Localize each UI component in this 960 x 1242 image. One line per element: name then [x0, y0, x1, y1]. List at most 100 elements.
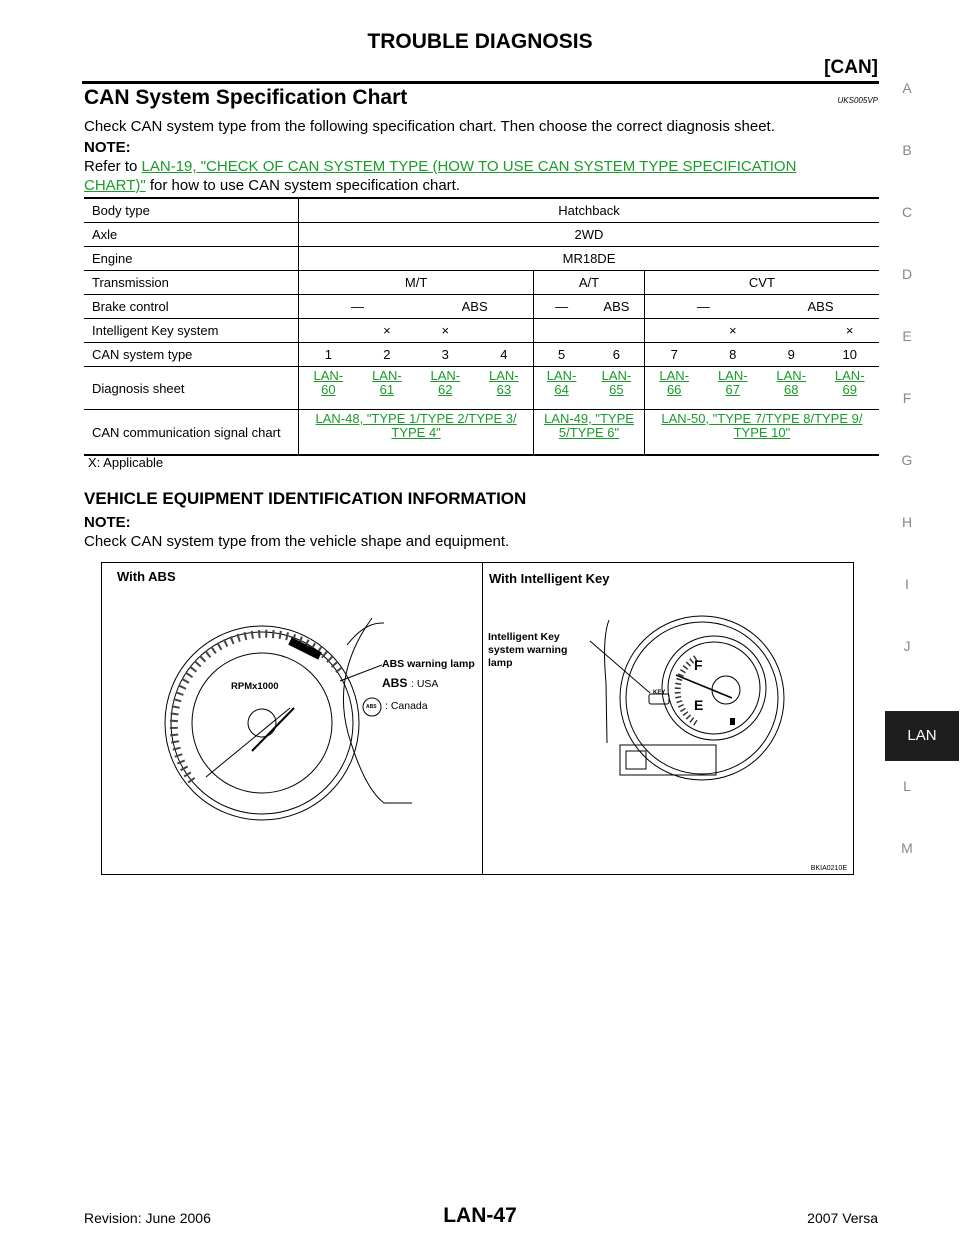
table-cell: [474, 318, 534, 343]
intro-text: Check CAN system type from the following…: [84, 118, 775, 135]
sidebar-item-j[interactable]: J: [903, 638, 911, 654]
note2-label: NOTE:: [84, 514, 131, 531]
note-prefix: Refer to: [84, 158, 142, 175]
sidebar-item-d[interactable]: D: [901, 266, 913, 282]
diagnosis-link-lan60[interactable]: LAN-60: [298, 366, 358, 410]
row-label: Intelligent Key system: [84, 318, 299, 343]
table-row: CAN communication signal chart LAN-48, "…: [84, 409, 879, 456]
table-cell: 2WD: [298, 222, 879, 247]
diagnosis-link-lan61[interactable]: LAN-61: [357, 366, 417, 410]
link-text[interactable]: TYPE 10": [733, 425, 791, 440]
signal-chart-link-lan48[interactable]: LAN-48, "TYPE 1/TYPE 2/TYPE 3/TYPE 4": [298, 409, 534, 456]
table-legend: X: Applicable: [88, 455, 164, 470]
fuel-full-label: F: [694, 657, 703, 673]
abs-warning-callout: ABS warning lamp: [382, 658, 475, 670]
table-cell: MR18DE: [298, 246, 879, 271]
link-text[interactable]: 65: [609, 382, 624, 397]
diagnosis-link-lan62[interactable]: LAN-62: [416, 366, 475, 410]
sidebar-item-f[interactable]: F: [902, 390, 912, 406]
link-text[interactable]: LAN-50, "TYPE 7/TYPE 8/TYPE 9/: [661, 411, 863, 426]
callout-line: system warning: [488, 644, 568, 656]
sidebar-item-b[interactable]: B: [902, 142, 912, 158]
equipment-figure: With ABS With Intelligent Key: [101, 562, 854, 875]
table-cell: —: [533, 294, 589, 319]
link-text[interactable]: LAN-48, "TYPE 1/TYPE 2/TYPE 3/: [315, 411, 517, 426]
table-cell: [762, 318, 821, 343]
lan19-link[interactable]: LAN-19, "CHECK OF CAN SYSTEM TYPE (HOW T…: [141, 158, 797, 175]
diagnosis-link-lan67[interactable]: LAN-67: [703, 366, 762, 410]
abs-text: ABS: [382, 676, 408, 690]
link-text[interactable]: 64: [554, 382, 569, 397]
diagnosis-link-lan66[interactable]: LAN-66: [643, 366, 704, 410]
link-text[interactable]: 63: [496, 382, 512, 397]
link-text[interactable]: 61: [379, 382, 395, 397]
sidebar-item-e[interactable]: E: [902, 328, 912, 344]
sidebar-item-lan[interactable]: LAN: [885, 711, 959, 761]
link-text[interactable]: 5/TYPE 6": [558, 425, 620, 440]
diagnosis-link-lan64[interactable]: LAN-64: [533, 366, 589, 410]
link-text[interactable]: 66: [666, 382, 682, 397]
usa-label: : USA: [411, 678, 439, 690]
sidebar-item-h[interactable]: H: [901, 514, 913, 530]
table-cell: [589, 318, 645, 343]
link-text[interactable]: LAN-: [834, 368, 865, 383]
diagnosis-link-lan65[interactable]: LAN-65: [589, 366, 645, 410]
link-text[interactable]: TYPE 4": [391, 425, 441, 440]
table-cell: [298, 318, 358, 343]
link-text[interactable]: LAN-: [601, 368, 632, 383]
sidebar-item-c[interactable]: C: [901, 204, 913, 220]
link-text[interactable]: LAN-: [659, 368, 689, 383]
sidebar-item-i[interactable]: I: [905, 576, 909, 592]
row-label: Body type: [84, 197, 299, 223]
key-warning-callout: Intelligent Key system warning lamp: [488, 631, 567, 670]
table-row: Intelligent Key system × × × ×: [84, 318, 879, 343]
link-text[interactable]: LAN-: [717, 368, 748, 383]
table-cell: 7: [643, 342, 704, 367]
row-label: CAN system type: [84, 342, 299, 367]
table-cell: ×: [820, 318, 879, 343]
lan19-link-cont[interactable]: CHART)": [84, 177, 146, 194]
diagnosis-link-lan69[interactable]: LAN-69: [820, 366, 879, 410]
table-cell: 6: [589, 342, 645, 367]
table-cell: 9: [762, 342, 821, 367]
table-cell: CVT: [643, 270, 879, 295]
link-text[interactable]: 69: [842, 382, 857, 397]
note-label: NOTE:: [84, 139, 131, 156]
diagnosis-link-lan68[interactable]: LAN-68: [762, 366, 821, 410]
sidebar-item-a[interactable]: A: [902, 80, 912, 96]
key-warning-icon: KEY: [653, 690, 666, 696]
sidebar-item-m[interactable]: M: [901, 840, 913, 856]
table-cell: 5: [533, 342, 589, 367]
sidebar-item-g[interactable]: G: [901, 452, 913, 468]
signal-chart-link-lan50[interactable]: LAN-50, "TYPE 7/TYPE 8/TYPE 9/TYPE 10": [643, 409, 879, 456]
row-label: Axle: [84, 222, 299, 247]
link-text[interactable]: LAN-: [489, 368, 519, 383]
sidebar-item-l[interactable]: L: [903, 778, 911, 794]
note2-text: Check CAN system type from the vehicle s…: [84, 533, 510, 550]
link-text[interactable]: LAN-: [430, 368, 461, 383]
link-text[interactable]: LAN-: [372, 368, 402, 383]
footer-model: 2007 Versa: [807, 1210, 878, 1226]
link-text[interactable]: LAN-: [313, 368, 344, 383]
table-cell: Hatchback: [298, 197, 879, 223]
row-label: Engine: [84, 246, 299, 271]
link-text[interactable]: 60: [321, 382, 336, 397]
fuel-empty-label: E: [694, 697, 704, 713]
diagnosis-link-lan63[interactable]: LAN-63: [474, 366, 534, 410]
note-reference: Refer to LAN-19, "CHECK OF CAN SYSTEM TY…: [84, 157, 880, 195]
table-cell: [643, 318, 704, 343]
link-text[interactable]: 68: [783, 382, 799, 397]
footer-revision: Revision: June 2006: [84, 1210, 211, 1226]
row-label: Transmission: [84, 270, 299, 295]
link-text[interactable]: LAN-: [776, 368, 807, 383]
link-text[interactable]: 62: [438, 382, 453, 397]
link-text[interactable]: LAN-49, "TYPE: [544, 411, 634, 426]
header-rule: [82, 81, 879, 84]
table-cell: ABS: [589, 294, 645, 319]
link-text[interactable]: LAN-: [546, 368, 577, 383]
page-header-title: TROUBLE DIAGNOSIS: [367, 30, 593, 53]
link-text[interactable]: 67: [725, 382, 740, 397]
document-code: UKS005VP: [837, 96, 878, 105]
table-cell: 3: [416, 342, 475, 367]
